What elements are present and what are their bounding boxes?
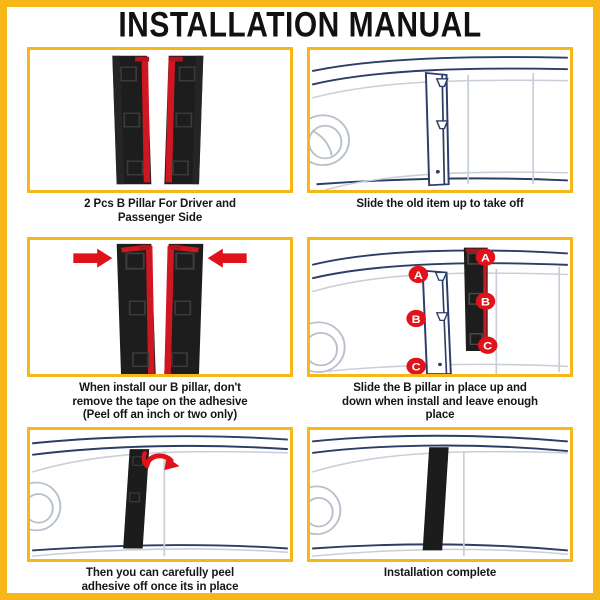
badge-b-car: B bbox=[406, 309, 426, 328]
steps-grid: 2 Pcs B Pillar For Driver and Passenger … bbox=[7, 45, 593, 593]
caption-line: down when install and leave enough bbox=[342, 395, 538, 408]
step-6: Installation complete bbox=[307, 427, 573, 593]
trim-piece-left bbox=[116, 243, 156, 374]
svg-text:B: B bbox=[412, 313, 421, 325]
caption-line: Slide the old item up to take off bbox=[356, 198, 524, 210]
svg-text:B: B bbox=[481, 296, 490, 308]
panel-do-not-remove-tape bbox=[27, 237, 293, 377]
caption-line: Installation complete bbox=[383, 567, 497, 579]
original-b-pillar bbox=[424, 72, 450, 187]
step-3: When install our B pillar, don't remove … bbox=[27, 237, 293, 427]
steering-wheel bbox=[310, 114, 350, 166]
badge-a-trim: A bbox=[475, 248, 496, 266]
panel-two-pcs-b-pillar bbox=[27, 47, 293, 193]
illustration-peel-adhesive bbox=[30, 430, 290, 559]
step-4: A B C A bbox=[307, 237, 573, 427]
installed-b-pillar-trim bbox=[422, 447, 449, 551]
step-5: Then you can carefully peel adhesive off… bbox=[27, 427, 293, 593]
step-2: Slide the old item up to take off bbox=[307, 47, 573, 237]
original-b-pillar bbox=[421, 269, 452, 374]
steering-wheel bbox=[310, 485, 342, 536]
panel-slide-old-item-off bbox=[307, 47, 573, 193]
caption-line: When install our B pillar, don't bbox=[79, 382, 241, 394]
step-4-caption: Slide the B pillar in place up and down … bbox=[340, 382, 540, 423]
steering-wheel bbox=[30, 481, 62, 532]
illustration-peel-tape-arrows bbox=[30, 240, 290, 374]
caption-line: Passenger Side bbox=[117, 211, 203, 224]
step-3-caption: When install our B pillar, don't remove … bbox=[70, 382, 249, 423]
page-title: INSTALLATION MANUAL bbox=[118, 5, 482, 45]
clip-triangle-top bbox=[435, 78, 449, 88]
badge-a-car: A bbox=[408, 265, 429, 284]
caption-line: Slide the B pillar in place up and bbox=[353, 382, 527, 394]
caption-line: 2 Pcs B Pillar For Driver and bbox=[84, 198, 236, 210]
badge-c-trim: C bbox=[477, 336, 498, 354]
caption-line: remove the tape on the adhesive bbox=[72, 395, 248, 408]
title-bar: INSTALLATION MANUAL bbox=[7, 7, 593, 45]
trim-piece-right bbox=[164, 243, 204, 374]
step-1: 2 Pcs B Pillar For Driver and Passenger … bbox=[27, 47, 293, 237]
svg-text:C: C bbox=[412, 361, 422, 373]
panel-installation-complete bbox=[307, 427, 573, 562]
panel-slide-b-pillar-in-place: A B C A bbox=[307, 237, 573, 377]
trim-piece-left bbox=[112, 55, 152, 185]
caption-line: place bbox=[425, 409, 455, 422]
svg-text:A: A bbox=[414, 269, 424, 281]
illustration-installation-complete bbox=[310, 430, 570, 559]
clip-dot bbox=[435, 170, 440, 174]
step-2-caption: Slide the old item up to take off bbox=[354, 198, 525, 212]
illustration-two-pillar-pieces bbox=[30, 50, 290, 190]
svg-text:C: C bbox=[483, 340, 493, 352]
badge-c-car: C bbox=[406, 357, 426, 374]
svg-text:A: A bbox=[481, 252, 491, 264]
panel-peel-adhesive-off bbox=[27, 427, 293, 562]
caption-line: (Peel off an inch or two only) bbox=[82, 409, 238, 422]
caption-line: Then you can carefully peel bbox=[85, 567, 235, 579]
badge-b-trim: B bbox=[475, 292, 496, 310]
illustration-car-slide-old-off bbox=[310, 50, 570, 190]
curved-peel-arrow-icon bbox=[141, 451, 180, 471]
illustration-align-abc: A B C A bbox=[310, 240, 570, 374]
caption-line: adhesive off once its in place bbox=[81, 580, 239, 593]
step-1-caption: 2 Pcs B Pillar For Driver and Passenger … bbox=[82, 198, 238, 225]
clip-triangle-middle bbox=[435, 120, 449, 130]
step-6-caption: Installation complete bbox=[382, 567, 498, 581]
steering-wheel bbox=[310, 321, 346, 373]
trim-piece-right bbox=[164, 55, 204, 185]
step-5-caption: Then you can carefully peel adhesive off… bbox=[80, 567, 241, 593]
